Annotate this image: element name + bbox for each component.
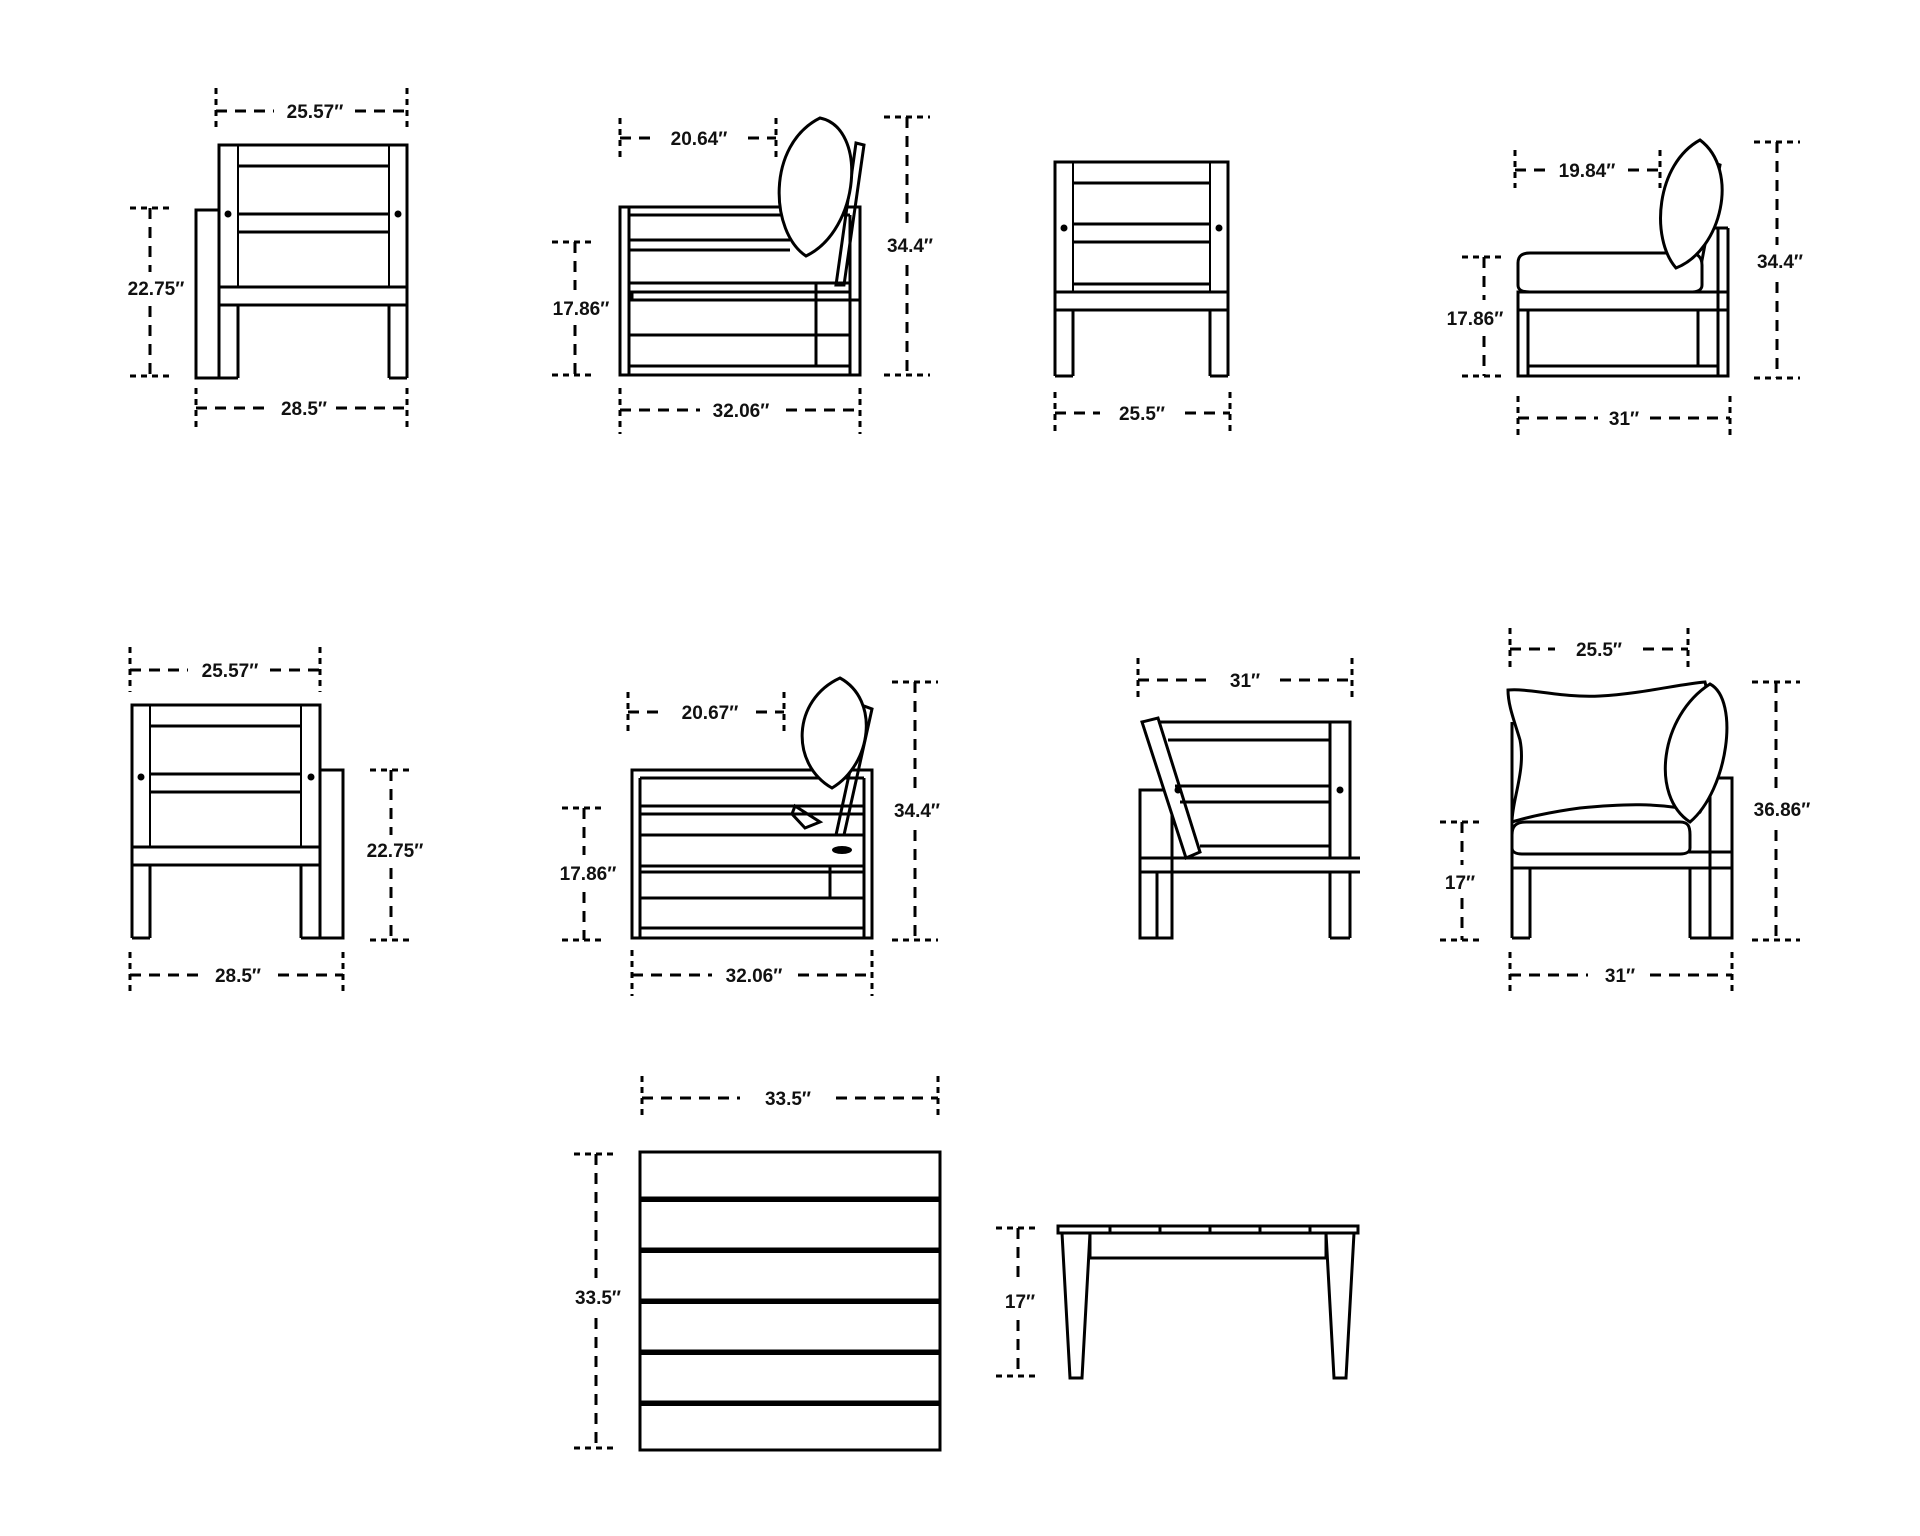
chair-drawing [1516,138,1730,378]
dimension-total-height: 34.4″ [1754,140,1803,380]
dimension-label: 17.86″ [1447,309,1504,330]
dimension-label: 20.67″ [682,703,739,724]
dimension-height: 17″ [996,1226,1040,1378]
chair-drawing [1053,160,1230,378]
arm-right-front-view: 25.57″ 22.75″ 28.5″ [128,88,409,432]
dimension-depth: 31″ [1516,396,1732,440]
dimension-label: 32.06″ [726,966,783,987]
dimension-width-bottom: 31″ [1508,952,1734,996]
dimension-seat-height: 17″ [1440,820,1484,942]
dimension-label: 28.5″ [215,966,261,987]
dimension-total-height: 34.4″ [892,680,940,942]
arm-left-side-view: 20.67″ 17.86″ 34.4″ 32.06″ [560,676,940,996]
dimension-seat-depth: 20.64″ [618,118,778,158]
dimension-width-top: 25.57″ [214,88,409,128]
dimension-label: 22.75″ [128,279,185,300]
chair-drawing [630,676,874,940]
dimension-label: 17″ [1005,1292,1035,1313]
corner-front-view: 25.5″ 17″ 36.86″ 31″ [1440,628,1810,996]
dimension-width-bottom: 28.5″ [194,388,409,432]
armless-front-view: 25.5″ [1053,160,1232,434]
dimension-label: 33.5″ [765,1089,811,1110]
dimension-total-height: 36.86″ [1752,680,1811,942]
dimension-label: 20.64″ [671,129,728,150]
dimension-label: 19.84″ [1559,161,1616,182]
dimension-seat-height: 17.86″ [552,240,610,377]
dimension-label: 17.86″ [553,299,610,320]
arm-right-side-view: 20.64″ 17.86″ 34.4″ 32.06″ [552,115,933,434]
dimension-width-top: 25.5″ [1508,628,1690,668]
dimension-width: 31″ [1136,658,1354,700]
dimension-label: 25.57″ [202,661,259,682]
chair-drawing [1138,716,1360,940]
dimension-width: 33.5″ [640,1076,940,1120]
dimension-label: 31″ [1230,671,1260,692]
dimension-label: 25.5″ [1119,404,1165,425]
dimension-label: 25.5″ [1576,640,1622,661]
dimension-seat-depth: 19.84″ [1513,150,1662,188]
chair-drawing [130,703,345,940]
dimension-label: 25.57″ [287,102,344,123]
dimension-label: 22.75″ [367,841,424,862]
dimension-width-bottom: 28.5″ [128,952,345,996]
dimension-label: 17.86″ [560,864,617,885]
chair-drawing [194,143,409,380]
dimension-label: 33.5″ [575,1288,621,1309]
dimension-seat-height: 17.86″ [1447,255,1506,378]
table-drawing [638,1150,942,1452]
dimension-label: 17″ [1445,873,1475,894]
dimension-height: 22.75″ [367,768,424,942]
chair-drawing [618,116,866,377]
dimension-seat-depth: 20.67″ [626,692,786,732]
dimension-total-height: 34.4″ [884,115,933,377]
dimension-label: 28.5″ [281,399,327,420]
dimension-label: 31″ [1609,409,1639,430]
dimension-label: 31″ [1605,966,1635,987]
dimension-seat-height: 17.86″ [560,806,617,942]
arm-left-front-view: 25.57″ 22.75″ 28.5″ [128,647,424,996]
dimension-label: 36.86″ [1754,800,1811,821]
table-top-view: 33.5″ 33.5″ [574,1076,942,1452]
table-side-view: 17″ [996,1224,1360,1380]
dimension-label: 34.4″ [1757,252,1803,273]
dimension-depth: 32.06″ [618,388,862,434]
dimension-height: 22.75″ [128,206,185,378]
corner-back-view: 31″ [1136,658,1360,940]
dimension-label: 34.4″ [887,236,933,257]
table-drawing [1056,1224,1360,1380]
dimension-depth: 32.06″ [630,950,874,996]
chair-drawing [1506,680,1734,940]
dimension-width: 25.5″ [1053,392,1232,434]
dimension-label: 34.4″ [894,801,940,822]
armless-side-view: 19.84″ 17.86″ 34.4″ 31″ [1447,138,1803,440]
dimension-label: 32.06″ [713,401,770,422]
dimension-width-top: 25.57″ [128,647,322,692]
dimension-depth: 33.5″ [574,1152,621,1450]
